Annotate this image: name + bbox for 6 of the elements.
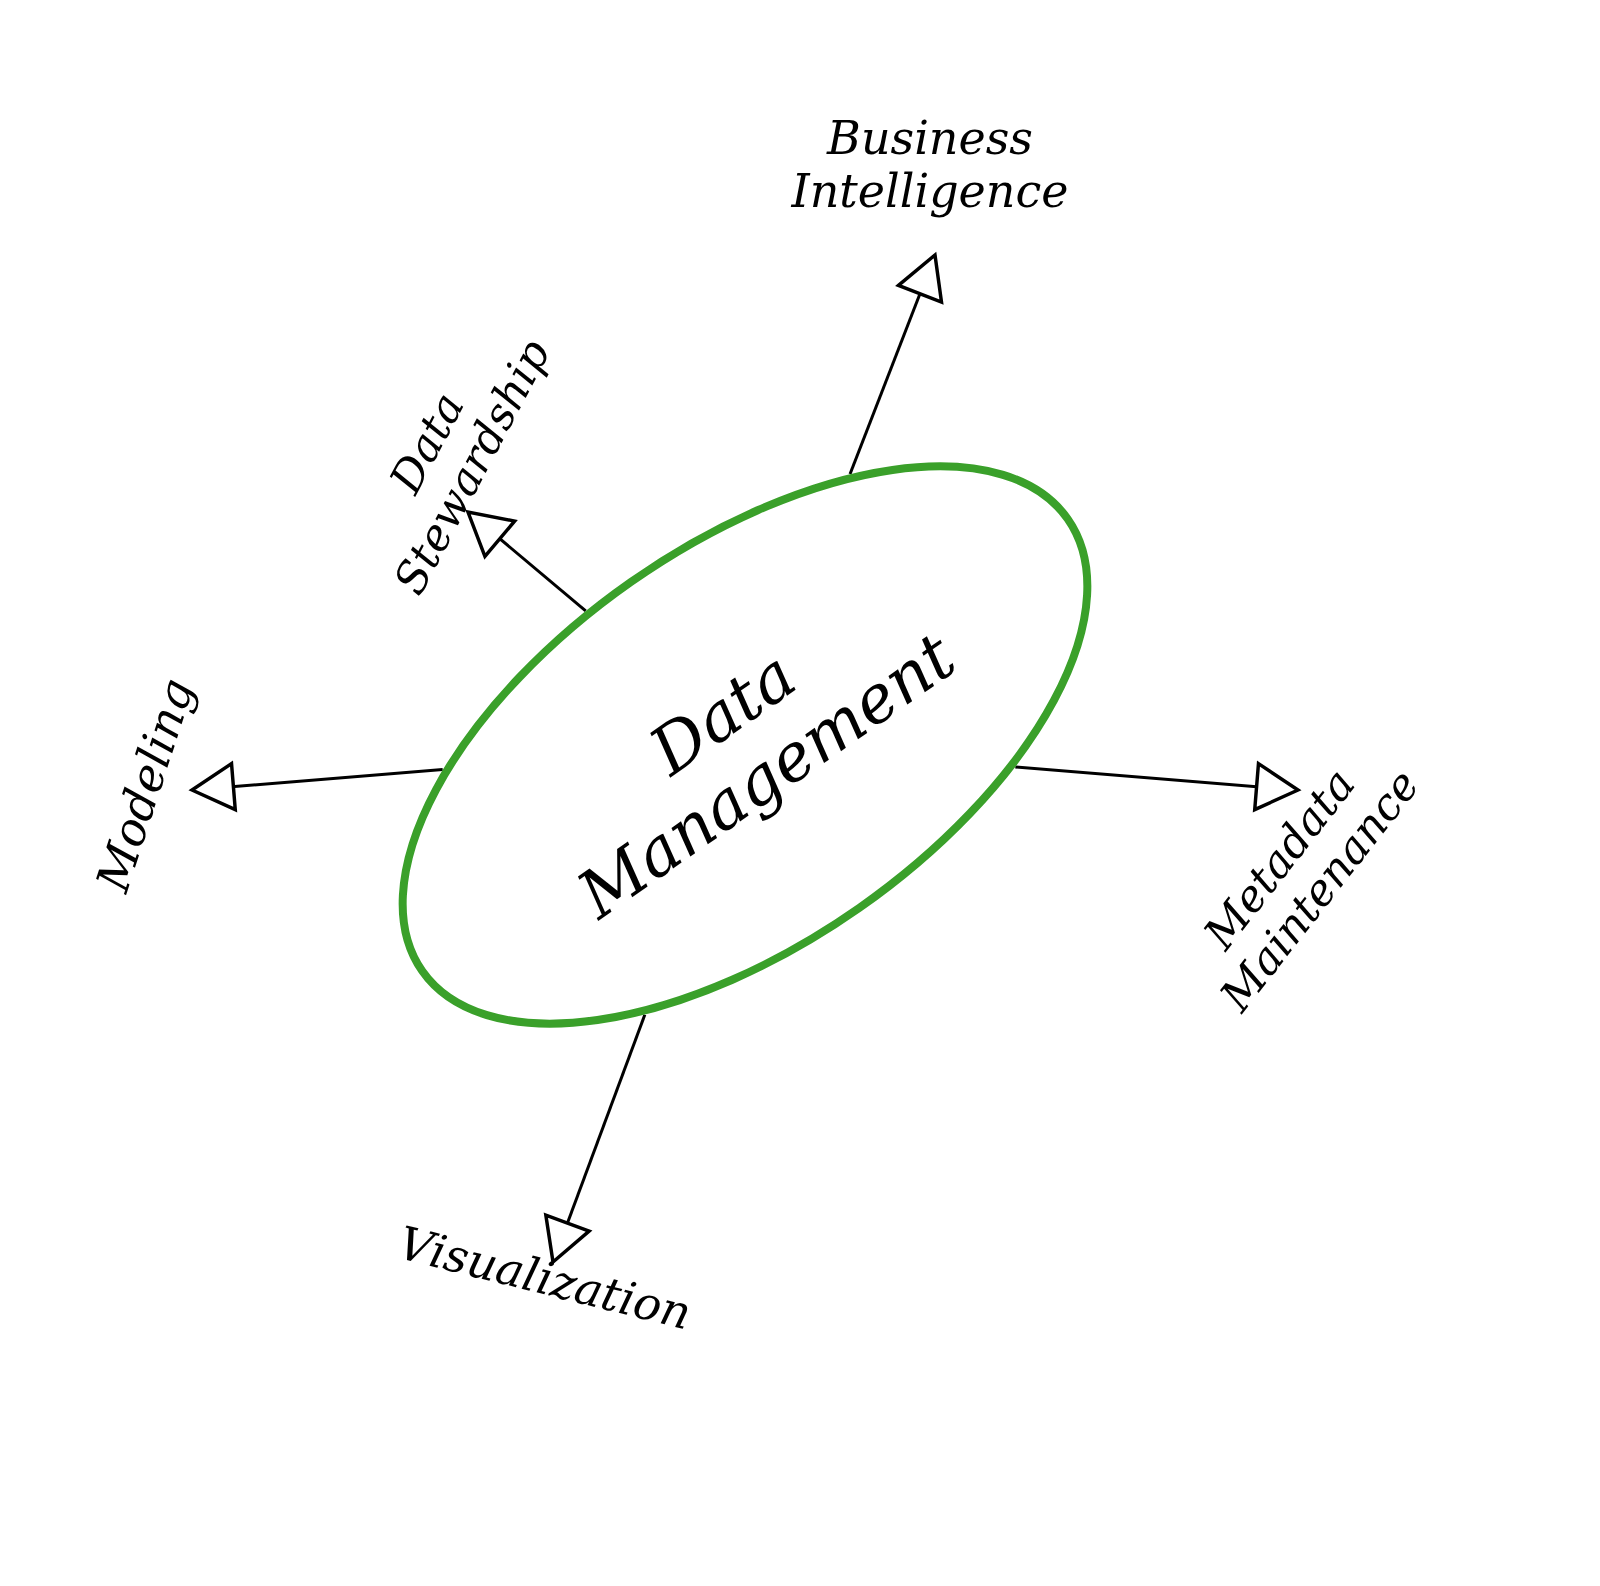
arrow [848,253,944,475]
arrow [466,510,587,613]
arrow [1015,761,1300,812]
arrow [190,761,443,812]
node-label: Business Intelligence [790,112,1070,218]
arrow [544,1014,647,1264]
